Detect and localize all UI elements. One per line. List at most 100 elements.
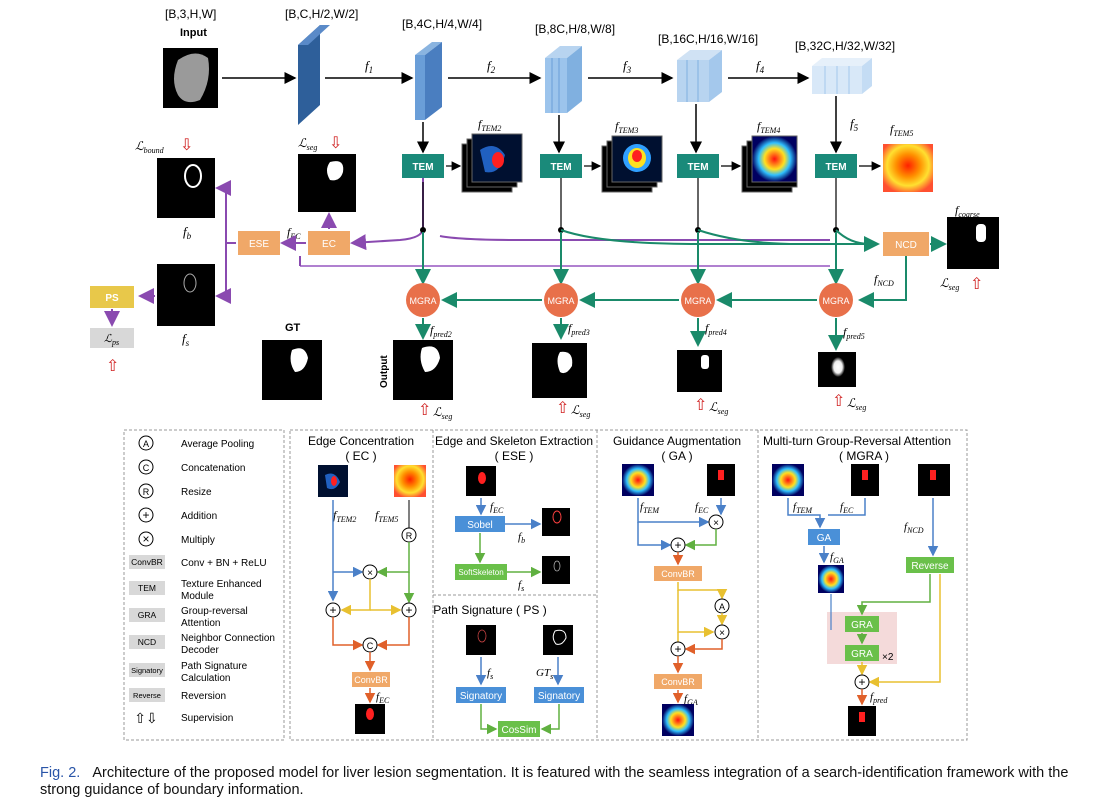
figure-number: Fig. 2.	[40, 765, 81, 781]
skeleton-out	[542, 556, 570, 584]
signatory-block-2	[534, 687, 584, 703]
ga-convbr-2	[654, 674, 702, 689]
tem-feature-map-2	[461, 133, 523, 193]
mgra-ga-block	[808, 529, 840, 545]
ncd-block: NCD	[883, 232, 929, 256]
mgra-node-3: MGRA	[544, 283, 578, 317]
supervision-icon: ⇩	[180, 137, 193, 154]
svg-text:ℒbound: ℒbound	[135, 139, 165, 155]
svg-text:fpred: fpred	[870, 691, 888, 705]
svg-text:ℒseg: ℒseg	[940, 276, 959, 292]
ese-panel-sub: ( ESE )	[495, 449, 534, 463]
feature-block-3	[545, 46, 582, 113]
add-node: +	[329, 603, 336, 617]
legend-symbol-text: +	[142, 508, 149, 522]
tem-block-2: TEM	[402, 154, 444, 178]
legend-symbol-text: TEM	[138, 583, 156, 593]
legend-label: Multiply	[181, 535, 215, 546]
shape-s1: [B,C,H/2,W/2]	[285, 7, 358, 21]
svg-text:fcoarse: fcoarse	[955, 203, 980, 219]
svg-text:ℒseg: ℒseg	[298, 136, 317, 152]
svg-text:fb: fb	[183, 224, 192, 241]
legend-symbol	[129, 663, 165, 677]
ps-loss-box	[90, 328, 134, 348]
svg-text:fTEM: fTEM	[640, 501, 660, 515]
svg-text:fEC: fEC	[287, 225, 301, 241]
multiply-node: ×	[713, 518, 719, 529]
svg-text:fpred2: fpred2	[430, 323, 452, 339]
svg-text:fTEM2: fTEM2	[333, 508, 356, 524]
feature-block-5	[812, 58, 872, 94]
signatory-block-1	[456, 687, 506, 703]
svg-text:fs: fs	[182, 331, 190, 348]
ese-panel-title: Edge and Skeleton Extraction	[435, 434, 593, 448]
multiply-node: ×	[719, 628, 725, 639]
svg-text:GA: GA	[817, 533, 832, 544]
sobel-out	[542, 508, 570, 536]
supervision-icon: ⇧	[694, 397, 707, 414]
avgpool-node: A	[719, 602, 725, 612]
legend-symbol	[138, 459, 154, 475]
ec-output-mask	[298, 154, 356, 212]
ps-panel-title: Path Signature ( PS )	[433, 603, 546, 617]
reverse-block	[906, 557, 954, 573]
legend-symbol	[129, 635, 165, 649]
pred-mask-4	[677, 350, 722, 392]
legend-label: Average Pooling	[181, 439, 254, 450]
supervision-icon: ⇧	[556, 400, 569, 417]
svg-text:fTEM4: fTEM4	[757, 119, 780, 135]
svg-text:CosSim: CosSim	[501, 725, 536, 736]
input-label: Input	[180, 27, 207, 39]
legend-symbol	[138, 483, 154, 499]
svg-text:fTEM: fTEM	[793, 501, 813, 515]
svg-text:ℒseg: ℒseg	[433, 405, 452, 421]
ese-block: ESE	[238, 231, 280, 255]
concat-node: C	[367, 641, 374, 651]
svg-text:MGRA: MGRA	[823, 296, 850, 306]
tem-block-5: TEM	[815, 154, 857, 178]
svg-text:fEC: fEC	[840, 501, 854, 515]
skeleton-map	[157, 264, 215, 326]
mgra-node-2: MGRA	[406, 283, 440, 317]
svg-text:NCD: NCD	[895, 240, 917, 251]
ec-panel-sub: ( EC )	[345, 449, 376, 463]
ga-in-tem	[622, 464, 654, 496]
figure-caption: Fig. 2. Architecture of the proposed mod…	[40, 765, 1080, 799]
legend-symbol-text: GRA	[138, 610, 157, 620]
tem-feature-map-5	[883, 144, 933, 192]
tem-block-3: TEM	[540, 154, 582, 178]
tem-feature-map-3	[601, 135, 663, 193]
legend-label: Concatenation	[181, 463, 246, 474]
svg-text:fEC: fEC	[376, 691, 390, 705]
legend-symbol	[138, 531, 154, 547]
legend-symbol-text: ConvBR	[131, 557, 163, 567]
svg-text:fEC: fEC	[490, 501, 504, 515]
legend-symbol	[129, 581, 165, 595]
supervision-icon: ⇧	[832, 393, 845, 410]
legend-label: Addition	[181, 511, 217, 522]
ga-output	[662, 704, 694, 736]
svg-text:Reverse: Reverse	[911, 561, 949, 572]
svg-text:fTEM5: fTEM5	[375, 508, 398, 524]
legend-symbol	[129, 555, 165, 569]
svg-text:fNCD: fNCD	[874, 272, 894, 288]
legend-symbol-text: A	[143, 439, 149, 449]
shape-s4: [B,16C,H/16,W/16]	[658, 32, 758, 46]
ec-in-tem5	[394, 465, 426, 497]
svg-text:ℒseg: ℒseg	[847, 396, 866, 412]
softskeleton-block	[455, 564, 507, 580]
svg-text:f5: f5	[850, 116, 859, 133]
svg-text:SoftSkeleton: SoftSkeleton	[458, 568, 503, 577]
ps-block: PS	[90, 286, 134, 308]
mgra-ga-output	[818, 565, 844, 593]
ga-panel-title: Guidance Augmentation	[613, 434, 741, 448]
coarse-mask	[947, 217, 999, 269]
legend-symbol	[129, 688, 165, 702]
svg-text:ℒseg: ℒseg	[709, 400, 728, 416]
legend-symbol-text: ⇧⇩	[134, 710, 157, 726]
svg-text:Signatory: Signatory	[538, 691, 580, 702]
svg-text:Sobel: Sobel	[467, 520, 493, 531]
svg-text:fpred4: fpred4	[705, 321, 727, 337]
